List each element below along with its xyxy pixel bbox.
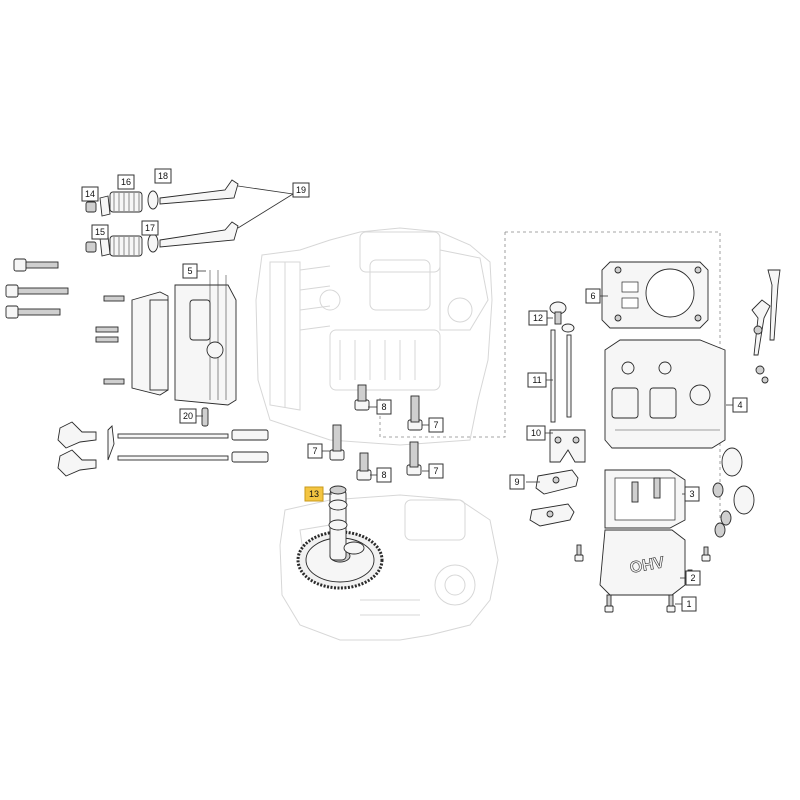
- head-gasket: [601, 261, 709, 329]
- callout-3: 3: [684, 486, 700, 502]
- callout-9: 9: [509, 474, 525, 490]
- svg-text:11: 11: [532, 375, 541, 385]
- svg-text:3: 3: [689, 489, 694, 499]
- callout-17: 17: [141, 220, 159, 236]
- head-bolts-center: [329, 384, 423, 481]
- push-rods-left: [107, 425, 269, 463]
- small-bolts-left: [95, 295, 125, 385]
- callout-16: 16: [117, 174, 135, 190]
- camshaft-gear: [296, 485, 384, 590]
- cover-gasket: [604, 469, 686, 529]
- callout-13-highlighted: 13: [304, 486, 324, 502]
- callout-11: 11: [527, 372, 547, 388]
- callout-8-bottom: 8: [376, 467, 392, 483]
- callout-7-top: 7: [428, 417, 444, 433]
- callout-5: 5: [182, 263, 198, 279]
- rocker-cover-text: OHV: [629, 554, 666, 577]
- callout-14: 14: [81, 186, 99, 202]
- callout-7-bottom: 7: [428, 463, 444, 479]
- valve-spring-upper: [109, 191, 143, 213]
- svg-text:9: 9: [514, 477, 519, 487]
- rocker-arms-left: [57, 421, 97, 477]
- callout-7-left: 7: [307, 443, 323, 459]
- rocker-studs: [549, 301, 575, 333]
- svg-text:7: 7: [433, 420, 438, 430]
- svg-text:5: 5: [187, 266, 192, 276]
- callout-12: 12: [528, 310, 548, 326]
- engine-block-ghost: [255, 227, 499, 641]
- svg-text:1: 1: [686, 599, 691, 609]
- svg-text:4: 4: [737, 400, 742, 410]
- svg-text:19: 19: [296, 185, 306, 195]
- valves-right: [751, 269, 781, 384]
- callout-8-top: 8: [376, 399, 392, 415]
- cylinder-head-right: [604, 339, 726, 449]
- callout-20: 20: [179, 408, 197, 424]
- callout-19: 19: [292, 182, 310, 198]
- svg-text:8: 8: [381, 470, 386, 480]
- svg-text:16: 16: [121, 177, 131, 187]
- valve-springs-right: [712, 447, 755, 538]
- valve-spring-lower: [109, 235, 143, 257]
- rocker-cover: OHV: [599, 529, 686, 596]
- head-bolts-left: [5, 258, 69, 319]
- callout-2: 2: [685, 570, 701, 586]
- rocker-arms-right: [529, 469, 579, 527]
- svg-text:7: 7: [312, 446, 317, 456]
- svg-text:13: 13: [309, 489, 319, 499]
- guide-plate: [549, 429, 586, 463]
- callout-4: 4: [732, 397, 748, 413]
- callout-15: 15: [91, 224, 109, 240]
- group-outline-lower: [379, 232, 506, 438]
- callout-6: 6: [585, 288, 601, 304]
- svg-text:10: 10: [531, 428, 541, 438]
- svg-text:2: 2: [690, 573, 695, 583]
- push-rods-right: [550, 329, 572, 423]
- svg-text:15: 15: [95, 227, 105, 237]
- svg-text:8: 8: [381, 402, 386, 412]
- callout-10: 10: [526, 425, 546, 441]
- svg-text:7: 7: [433, 466, 438, 476]
- svg-text:17: 17: [145, 223, 155, 233]
- callout-18: 18: [154, 168, 172, 184]
- svg-text:18: 18: [158, 171, 168, 181]
- svg-text:20: 20: [183, 411, 193, 421]
- cylinder-head-left: [131, 270, 237, 406]
- svg-text:14: 14: [85, 189, 95, 199]
- dowel-pin: [201, 407, 209, 427]
- svg-text:12: 12: [533, 313, 543, 323]
- valve-assembly-upper: [85, 179, 239, 217]
- valve-assembly-lower: [85, 221, 239, 257]
- callout-1: 1: [681, 596, 697, 612]
- svg-text:6: 6: [590, 291, 595, 301]
